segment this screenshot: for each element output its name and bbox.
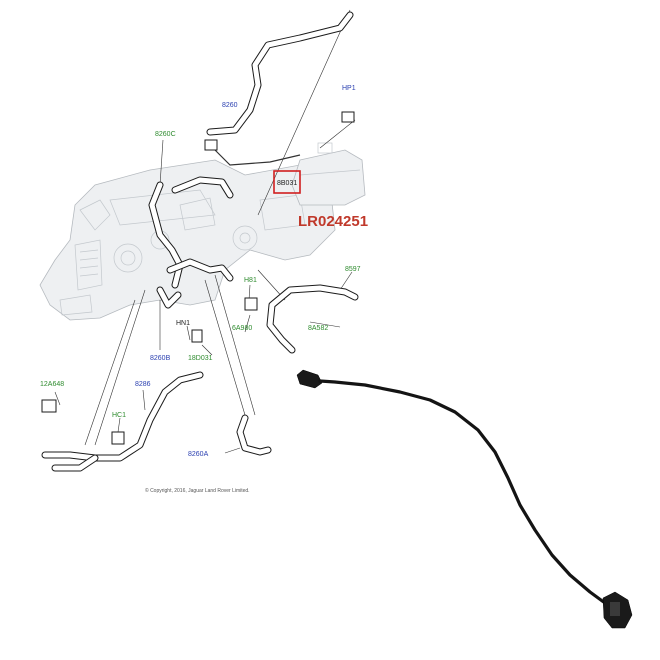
sensor-h81	[244, 297, 258, 311]
diagram-hoses	[41, 11, 359, 472]
clip-hp1	[341, 111, 355, 123]
callout-8a582: 8A582	[308, 325, 328, 332]
copyright-notice: © Copyright, 2016, Jaguar Land Rover Lim…	[145, 487, 250, 494]
callout-8260b: 8260B	[150, 355, 171, 362]
connector-right-latch	[610, 602, 620, 616]
callout-h81: H81	[244, 277, 257, 284]
expansion-tank	[291, 142, 366, 206]
callout-hp1: HP1	[342, 85, 356, 92]
callout-8260a: 8260A	[188, 451, 209, 458]
callout-12a648: 12A648	[40, 381, 64, 388]
engine-block	[39, 159, 336, 321]
callout-8b031: 8B031	[277, 180, 297, 187]
clip-8260	[204, 139, 218, 151]
callout-labels: 8260 HP1 8260C 8B031 8597 H81 6A980 8A58…	[40, 85, 361, 458]
clip-hc1	[111, 431, 125, 445]
callout-8286: 8286	[135, 381, 151, 388]
connector-left	[296, 369, 323, 389]
callout-hn1: HN1	[176, 320, 190, 327]
callout-18d031: 18D031	[188, 355, 213, 362]
callout-hc1: HC1	[112, 412, 126, 419]
callout-8260: 8260	[222, 102, 238, 109]
clip-hn1	[191, 329, 203, 343]
callout-6a980: 6A980	[232, 325, 252, 332]
callout-8597: 8597	[345, 266, 361, 273]
part-number: LR024251	[298, 213, 368, 230]
clips-and-sensors	[41, 111, 355, 445]
product-hose	[296, 369, 633, 629]
highlight-box-8b031	[273, 170, 301, 194]
callout-8260c: 8260C	[155, 131, 176, 138]
sensor-12a648	[41, 399, 57, 413]
leader-lines	[54, 9, 356, 454]
